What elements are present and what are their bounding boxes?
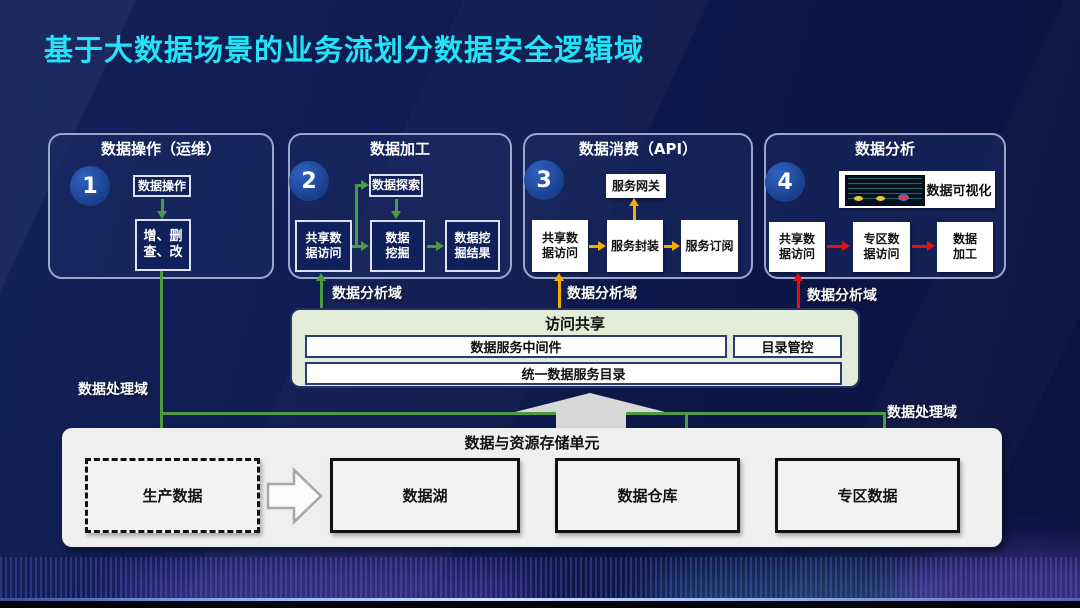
step-badge-2: 2 (289, 161, 329, 201)
gauge-dot-yellow-1 (854, 196, 863, 201)
step-number-4: 4 (777, 169, 793, 195)
panel-title-1: 数据操作（运维） (100, 140, 221, 158)
data-visualization-card: 数据可视化 (839, 171, 995, 208)
gauge-dot-yellow-2 (876, 196, 885, 201)
up-block-arrow-icon (515, 393, 665, 412)
label-processing-domain-left: 数据处理域 (78, 382, 148, 398)
box-service-gateway: 服务网关 (606, 174, 666, 198)
box-data-lake: 数据湖 (330, 458, 520, 533)
panel-title-3: 数据消费（API） (578, 140, 698, 158)
bottom-black-strip (0, 601, 1080, 608)
box-shared-data-access-4: 共享数 据访问 (769, 222, 825, 272)
equalizer-texture (0, 557, 1080, 599)
label-analysis-domain-3: 数据分析域 (807, 288, 877, 304)
box-data-operation: 数据操作 (133, 175, 191, 197)
box-mining-results: 数据挖 掘结果 (445, 220, 500, 272)
up-block-arrow-shaft (556, 412, 626, 429)
page-title: 基于大数据场景的业务流划分数据安全逻辑域 (44, 33, 645, 67)
step-badge-1: 1 (70, 166, 110, 206)
box-data-mining: 数据 挖掘 (370, 220, 425, 272)
box-data-processing-4: 数据 加工 (937, 222, 993, 272)
bar-unified-data-service-catalog: 统一数据服务目录 (305, 362, 842, 385)
step-number-1: 1 (82, 173, 98, 199)
storage-unit-box: 数据与资源存储单元 生产数据 数据湖 数据仓库 专区数据 (62, 428, 1002, 547)
access-share-box: 访问共享 数据服务中间件 目录管控 统一数据服务目录 (290, 308, 860, 388)
box-zone-data: 专区数据 (775, 458, 960, 533)
box-shared-data-access-2: 共享数 据访问 (295, 220, 352, 272)
step-number-3: 3 (536, 167, 552, 193)
box-data-exploration: 数据探索 (369, 174, 423, 197)
label-processing-domain-right: 数据处理域 (887, 405, 957, 421)
step-badge-3: 3 (524, 160, 564, 200)
panel-title-4: 数据分析 (854, 140, 915, 158)
box-service-subscription: 服务订阅 (681, 220, 738, 272)
box-production-data: 生产数据 (85, 458, 260, 533)
label-analysis-domain-2: 数据分析域 (567, 286, 637, 302)
step-number-2: 2 (301, 168, 317, 194)
bar-catalog-control: 目录管控 (733, 335, 842, 358)
gauge-dot-red (898, 194, 909, 201)
bar-data-service-middleware: 数据服务中间件 (305, 335, 727, 358)
panel-title-2: 数据加工 (369, 140, 430, 158)
label-analysis-domain-1: 数据分析域 (332, 286, 402, 302)
storage-unit-title: 数据与资源存储单元 (464, 434, 600, 452)
step-badge-4: 4 (765, 162, 805, 202)
box-data-warehouse: 数据仓库 (555, 458, 740, 533)
box-shared-data-access-3: 共享数 据访问 (532, 220, 588, 272)
bottom-accent-line (0, 598, 1080, 601)
box-zone-data-access: 专区数 据访问 (853, 222, 910, 272)
dashboard-thumbnail-icon (845, 175, 925, 206)
box-service-packaging: 服务封装 (607, 220, 663, 272)
access-share-title: 访问共享 (544, 315, 605, 333)
viz-label: 数据可视化 (926, 184, 992, 199)
right-block-arrow-icon (266, 467, 323, 525)
box-crud: 增、删 查、改 (135, 219, 191, 271)
